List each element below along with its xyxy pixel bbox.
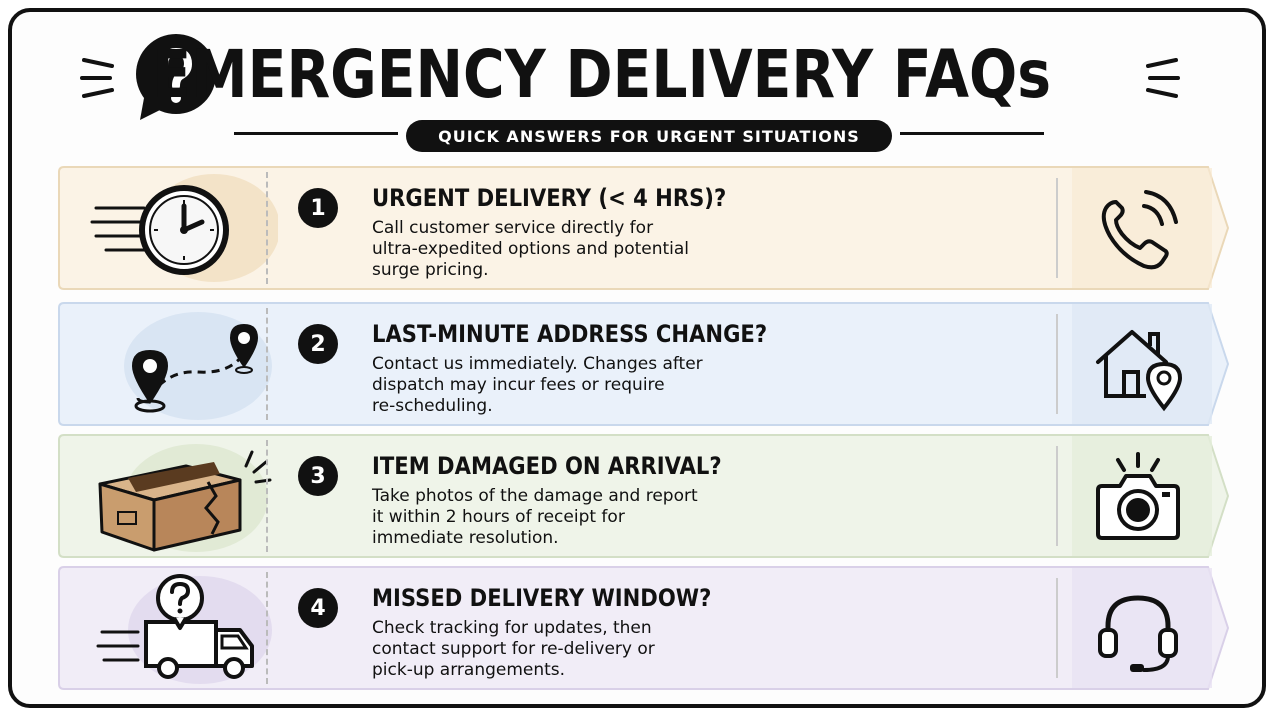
card-background [58,302,1230,426]
dashed-divider [266,572,268,684]
dashed-divider [266,308,268,420]
faq-card-4: 4 MISSED DELIVERY WINDOW? Check tracking… [58,566,1230,690]
card-background [58,434,1230,558]
truck-question-icon [96,574,272,684]
answer-line: pick-up arrangements. [372,660,566,680]
dashed-divider [266,440,268,552]
answer-line: contact support for re-delivery or [372,639,655,659]
route-pins-icon [124,312,272,420]
answer-line: immediate resolution. [372,528,559,548]
clock-icon [90,174,278,282]
faq-answer: Call customer service directly for ultra… [372,218,792,281]
faq-answer: Check tracking for updates, then contact… [372,618,792,681]
answer-line: Take photos of the damage and report [372,486,698,506]
dashed-divider [266,172,268,284]
faq-answer: Contact us immediately. Changes after di… [372,354,792,417]
question-chat-icon [136,34,216,120]
solid-divider [1056,578,1058,678]
camera-icon [1096,452,1180,540]
answer-line: dispatch may incur fees or require [372,375,665,395]
answer-line: Contact us immediately. Changes after [372,354,703,374]
faq-number-badge: 3 [298,456,338,496]
title-area: EMERGENCY DELIVERY FAQs [0,0,1280,120]
answer-line: Call customer service directly for [372,218,654,238]
faq-number-badge: 2 [298,324,338,364]
headset-icon [1098,595,1178,672]
faq-question: LAST-MINUTE ADDRESS CHANGE? [372,320,768,348]
answer-line: re-scheduling. [372,396,493,416]
faq-question: MISSED DELIVERY WINDOW? [372,584,712,612]
answer-line: it within 2 hours of receipt for [372,507,625,527]
solid-divider [1056,446,1058,546]
house-pin-icon [1096,330,1183,412]
faq-question: URGENT DELIVERY (< 4 HRS)? [372,184,727,212]
card-background [58,166,1230,290]
faq-card-2: 2 LAST-MINUTE ADDRESS CHANGE? Contact us… [58,302,1230,426]
faq-card-3: 3 ITEM DAMAGED ON ARRIVAL? Take photos o… [58,434,1230,558]
page-title: EMERGENCY DELIVERY FAQs [152,36,1052,113]
damaged-box-icon [98,444,272,552]
subtitle-badge: QUICK ANSWERS FOR URGENT SITUATIONS [406,120,892,152]
faq-card-1: 1 URGENT DELIVERY (< 4 HRS)? Call custom… [58,166,1230,290]
phone-icon [1101,190,1178,270]
answer-line: ultra-expedited options and potential [372,239,690,259]
solid-divider [1056,314,1058,414]
divider-right [900,132,1044,135]
burst-lines-icon [1146,58,1180,98]
faq-number-badge: 4 [298,588,338,628]
solid-divider [1056,178,1058,278]
answer-line: Check tracking for updates, then [372,618,652,638]
answer-line: surge pricing. [372,260,489,280]
burst-lines-icon [80,58,114,98]
faq-answer: Take photos of the damage and report it … [372,486,792,549]
faq-number-badge: 1 [298,188,338,228]
card-background [58,566,1230,690]
divider-left [234,132,398,135]
faq-question: ITEM DAMAGED ON ARRIVAL? [372,452,722,480]
